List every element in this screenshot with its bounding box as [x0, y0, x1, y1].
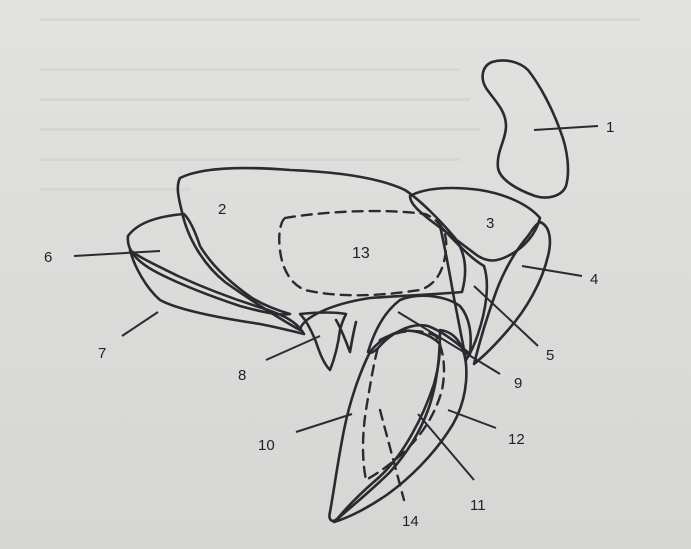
label-8: 8	[238, 367, 246, 384]
leader-line-7	[122, 312, 158, 336]
label-10: 10	[258, 437, 275, 454]
label-5: 5	[546, 347, 554, 364]
part-11-dashed-region	[363, 331, 444, 480]
label-1: 1	[606, 119, 614, 136]
label-9: 9	[514, 375, 522, 392]
label-6: 6	[44, 249, 52, 266]
leader-line-1	[534, 126, 598, 130]
part-3-outline	[410, 188, 540, 261]
label-12: 12	[508, 431, 525, 448]
label-14: 14	[402, 513, 419, 530]
leader-line-11	[418, 414, 474, 480]
part-4-outline	[474, 222, 550, 364]
leader-line-8	[266, 336, 320, 360]
label-2: 2	[218, 201, 226, 218]
leader-line-6	[74, 251, 160, 256]
label-4: 4	[590, 271, 598, 288]
part-12-outline	[334, 330, 466, 522]
label-3: 3	[486, 215, 494, 232]
leader-line-4	[522, 266, 582, 276]
label-7: 7	[98, 345, 106, 362]
label-13: 13	[352, 245, 370, 262]
part-7-outline	[130, 250, 304, 334]
label-11: 11	[470, 497, 486, 514]
